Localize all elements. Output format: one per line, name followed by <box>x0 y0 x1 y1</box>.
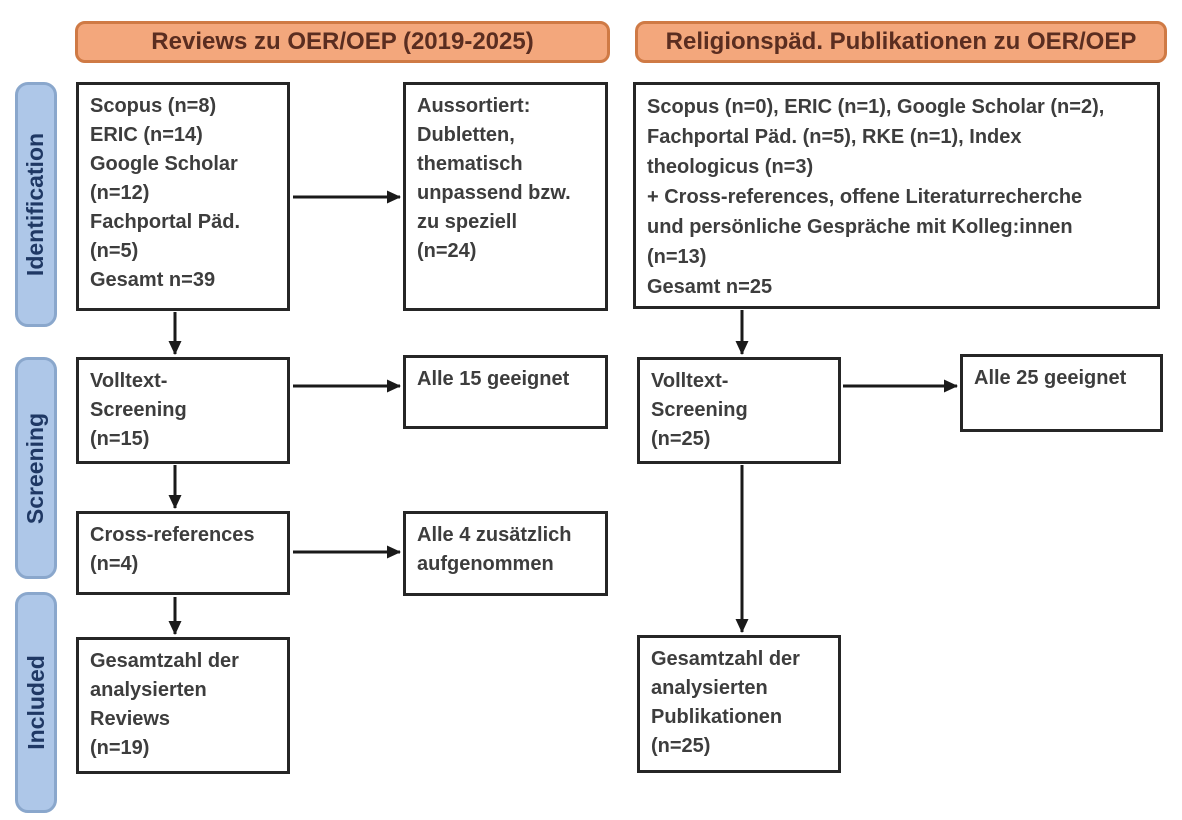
left-crossref-result-box: Alle 4 zusätzlich aufgenommen <box>403 511 608 596</box>
stage-label-included-text: Included <box>22 655 49 750</box>
stage-label-included: Included <box>15 592 57 813</box>
column-header-reviews: Reviews zu OER/OEP (2019-2025) <box>75 21 610 63</box>
stage-label-screening-text: Screening <box>22 412 49 524</box>
right-sources-box: Scopus (n=0), ERIC (n=1), Google Scholar… <box>633 82 1160 309</box>
left-crossref-box: Cross-references (n=4) <box>76 511 290 595</box>
column-header-reviews-label: Reviews zu OER/OEP (2019-2025) <box>151 28 534 55</box>
stage-label-screening: Screening <box>15 357 57 579</box>
left-fulltext-result-box: Alle 15 geeignet <box>403 355 608 429</box>
column-header-religionspaed-label: Religionspäd. Publikationen zu OER/OEP <box>665 28 1137 55</box>
left-excluded-box: Aussortiert: Dubletten, thematisch unpas… <box>403 82 608 311</box>
left-sources-box: Scopus (n=8) ERIC (n=14) Google Scholar … <box>76 82 290 311</box>
left-fulltext-screening-box: Volltext- Screening (n=15) <box>76 357 290 464</box>
right-fulltext-screening-box: Volltext- Screening (n=25) <box>637 357 841 464</box>
left-included-total-box: Gesamtzahl der analysierten Reviews (n=1… <box>76 637 290 774</box>
right-fulltext-result-box: Alle 25 geeignet <box>960 354 1163 432</box>
stage-label-identification-text: Identification <box>22 132 49 277</box>
stage-label-identification: Identification <box>15 82 57 327</box>
column-header-religionspaed: Religionspäd. Publikationen zu OER/OEP <box>635 21 1167 63</box>
right-included-total-box: Gesamtzahl der analysierten Publikatione… <box>637 635 841 773</box>
